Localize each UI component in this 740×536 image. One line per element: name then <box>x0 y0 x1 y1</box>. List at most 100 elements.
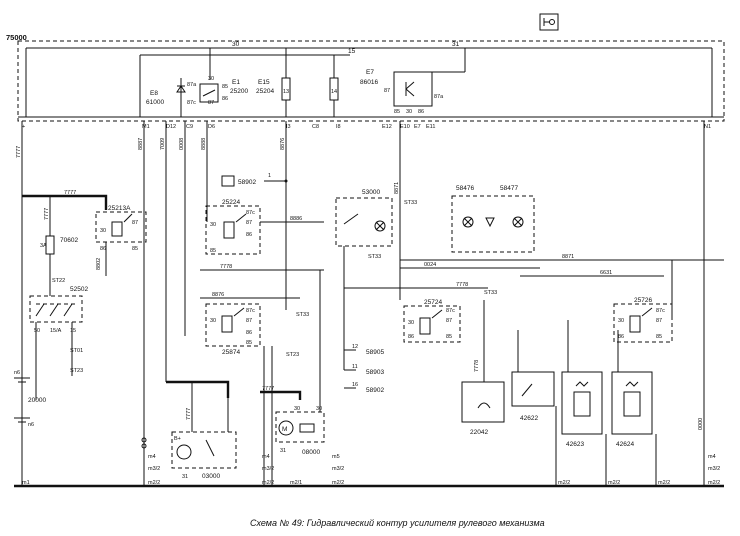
conn-pin11: 11 <box>352 364 358 370</box>
fuse-13-label: 13 <box>283 89 289 95</box>
relay-25726-pin87c: 87c <box>656 308 665 314</box>
relay-25724-pin87c: 87c <box>446 308 455 314</box>
e7-code: 86016 <box>360 79 378 86</box>
term-i8: I8 <box>336 124 341 130</box>
st33-label-d: ST33 <box>484 290 497 296</box>
ground-m22-g: m2/2 <box>708 480 720 486</box>
wire-8871-label-2: 8871 <box>562 254 574 260</box>
e8-pin-87a: 87a <box>187 82 197 88</box>
motor-08000-label: 08000 <box>302 449 320 456</box>
alternator-03000-icon <box>171 431 237 469</box>
e15-code: 25204 <box>256 88 274 95</box>
ground-m32-a: m3/2 <box>148 466 160 472</box>
pump-motor-08000-icon: M <box>275 411 325 443</box>
st33-label-c: ST33 <box>368 254 381 260</box>
relay-25874-pin87: 87 <box>246 318 252 324</box>
relay-25874-icon <box>205 303 261 347</box>
st33-label-b: ST33 <box>404 200 417 206</box>
pressure-42622-label: 42622 <box>520 415 538 422</box>
wire-31-label: 31 <box>452 41 460 48</box>
e1-code: 25200 <box>230 88 248 95</box>
e7-pin-30: 30 <box>406 109 412 115</box>
e1-pin-85: 85 <box>222 84 228 90</box>
battery-20000-label: 20000 <box>28 397 46 404</box>
diagram-caption: Схема № 49: Гидравлический контур усилит… <box>250 518 545 528</box>
motor-pin31: 31 <box>280 448 286 454</box>
relay-25726-icon <box>613 303 673 343</box>
wire-7777-label-4: 7777 <box>262 386 274 392</box>
e1-pin-87: 87 <box>208 100 214 106</box>
wire-7009-label: 7009 <box>160 138 166 150</box>
relay-25213a-label: 25213A <box>108 205 131 212</box>
fuse-70602-icon <box>45 235 55 255</box>
wire-6631-label: 6631 <box>600 270 612 276</box>
lamp-58477-label: 58477 <box>500 185 518 192</box>
pressure-switch-42623-icon <box>561 371 603 435</box>
wire-8886-label: 8886 <box>290 216 302 222</box>
speed-sensor-22042-icon <box>461 381 505 423</box>
pressure-42624-label: 42624 <box>616 441 634 448</box>
ground-m4-b: m4 <box>262 454 270 460</box>
pressure-42623-label: 42623 <box>566 441 584 448</box>
fuse-14-label: 14 <box>331 89 337 95</box>
ground-m32-d: m3/2 <box>708 466 720 472</box>
wire-8876-label: 8876 <box>280 138 286 150</box>
relay-25874-label: 25874 <box>222 349 240 356</box>
pressure-switch-42624-icon <box>611 371 653 435</box>
wire-7777-label: 7777 <box>16 146 22 158</box>
relay-25224-pin87: 87 <box>246 220 252 226</box>
term-n1: N1 <box>704 124 711 130</box>
relay-25724-pin87: 87 <box>446 318 452 324</box>
st33-label-a: ST33 <box>296 312 309 318</box>
fusebox-frame <box>17 40 725 122</box>
sensor-22042-label: 22042 <box>470 429 488 436</box>
unit-53000-label: 53000 <box>362 189 380 196</box>
relay-25224-pin30: 30 <box>210 222 216 228</box>
relay-e1-icon <box>199 83 219 103</box>
term-d12: D12 <box>166 124 176 130</box>
e8-label: E8 <box>150 90 158 97</box>
ground-connector-col1-icon <box>141 437 147 449</box>
relay-25224-pin86: 86 <box>246 232 252 238</box>
wire-15-label: 15 <box>348 48 356 55</box>
wire-7777-label-3: 7777 <box>64 190 76 196</box>
relay-25213a-pin87: 87 <box>132 220 138 226</box>
wire-7777-label-5: 7777 <box>186 408 192 420</box>
wire-7778-label: 7778 <box>220 264 232 270</box>
wire-8887-label: 8887 <box>138 138 144 150</box>
connector-58905-label: 58905 <box>366 349 384 356</box>
connector-58902-top-label: 58902 <box>238 179 256 186</box>
wire-8888-label: 8888 <box>201 138 207 150</box>
e1-pin-30: 30 <box>208 76 214 82</box>
connector-58903-label: 58903 <box>366 369 384 376</box>
relay-25213a-icon <box>95 211 147 243</box>
relay-25874-pin85: 85 <box>246 340 252 346</box>
relay-25874-pin86: 86 <box>246 330 252 336</box>
relay-25726-pin87: 87 <box>656 318 662 324</box>
wire-0024-label: 0024 <box>424 262 436 268</box>
motor-pin50: 30 <box>316 406 322 412</box>
ground-m5: m5 <box>332 454 340 460</box>
st01-label: ST01 <box>70 348 83 354</box>
ground-m22-e: m2/2 <box>608 480 620 486</box>
term-e11: E11 <box>426 124 435 130</box>
fuse-70602-label: 70602 <box>60 237 78 244</box>
relay-25224-label: 25224 <box>222 199 240 206</box>
st23-label-ign: ST23 <box>70 368 83 374</box>
term-c9: C9 <box>186 124 193 130</box>
wire-8802-label: 8802 <box>96 258 102 270</box>
term-m1: M1 <box>142 124 150 130</box>
wire-7778-label-2: 7778 <box>456 282 468 288</box>
fuse-70602-rating: 3A <box>40 243 47 249</box>
wire-8876-label-2: 8876 <box>212 292 224 298</box>
e7-label: E7 <box>366 69 374 76</box>
connector-58902-top-icon <box>221 175 235 187</box>
relay-25726-pin30: 30 <box>618 318 624 324</box>
svg-text:M: M <box>282 426 287 433</box>
relay-25724-label: 25724 <box>424 299 442 306</box>
relay-25724-pin85: 85 <box>446 334 452 340</box>
ign-15: 15 <box>70 328 76 334</box>
ground-m22-c: m2/2 <box>332 480 344 486</box>
relay-25224-pin85: 85 <box>210 248 216 254</box>
